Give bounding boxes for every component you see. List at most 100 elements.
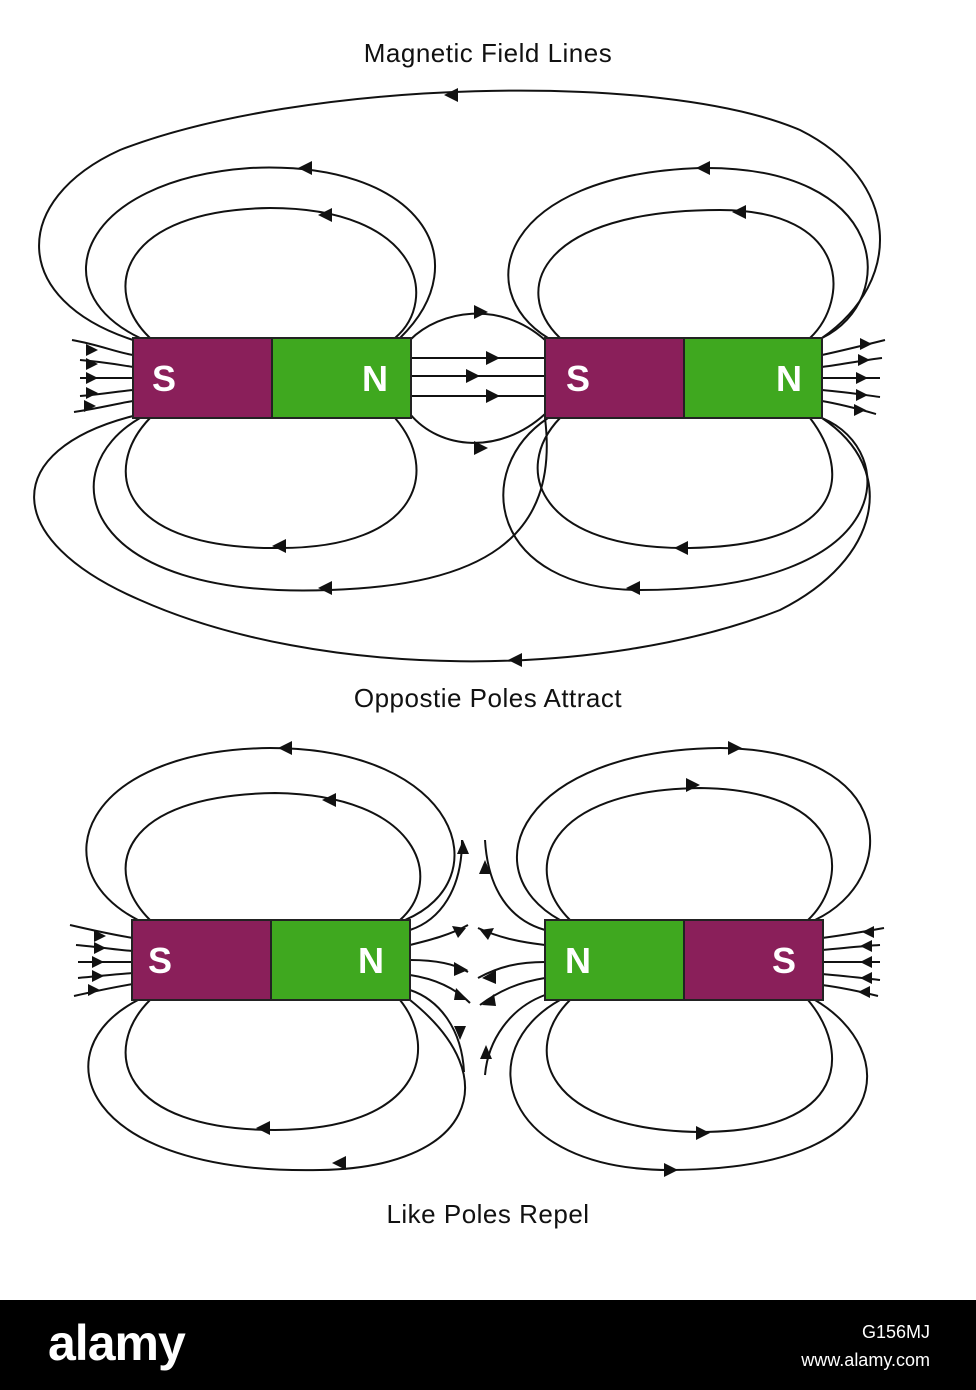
field-stub	[79, 389, 134, 397]
arrow-left	[696, 161, 710, 175]
arrow-left	[278, 741, 292, 755]
arrow-right	[486, 389, 500, 403]
field-stub	[821, 400, 877, 415]
arrow-right	[86, 358, 98, 370]
alamy-logo: alamy	[48, 1315, 186, 1371]
south-pole	[544, 337, 685, 419]
field-stub	[77, 972, 134, 979]
pole-label-n: N	[776, 358, 802, 399]
arrow-up	[457, 840, 469, 854]
image-id: G156MJ	[861, 1322, 930, 1342]
field-stub	[409, 839, 463, 931]
magnetic-field-diagram: S N S N	[33, 88, 886, 1177]
arrow-right	[474, 305, 488, 319]
field-stub	[73, 983, 134, 997]
north-pole	[683, 337, 823, 419]
field-stub	[821, 389, 881, 398]
caption-repel: Like Poles Repel	[386, 1199, 590, 1229]
pole-label-n: N	[362, 358, 388, 399]
field-line	[507, 166, 869, 339]
field-stub	[821, 944, 881, 951]
pole-label-s: S	[566, 358, 590, 399]
arrow-left	[860, 956, 872, 968]
field-stub	[75, 944, 134, 952]
north-pole	[544, 919, 685, 1001]
arrow-left	[862, 926, 874, 938]
field-line	[92, 417, 548, 592]
south-pole	[683, 919, 824, 1001]
arrow-down	[454, 1026, 466, 1040]
arrow-left	[482, 994, 496, 1006]
field-line	[516, 746, 871, 921]
arrow-right	[454, 988, 468, 1000]
arrow-left	[256, 1121, 270, 1135]
pole-label-n: N	[565, 940, 591, 981]
field-stub	[409, 924, 469, 946]
arrow-up	[479, 860, 491, 874]
arrow-right	[664, 1163, 678, 1177]
arrow-left	[732, 205, 746, 219]
field-line	[124, 999, 420, 1132]
field-stub	[821, 973, 881, 981]
arrow-left	[318, 581, 332, 595]
field-stub	[479, 977, 546, 1006]
arrow-right	[452, 926, 466, 938]
field-line	[124, 791, 422, 921]
field-stub	[409, 989, 465, 1073]
field-stub	[821, 339, 886, 356]
field-line	[509, 999, 869, 1172]
north-pole	[271, 337, 412, 419]
arrow-right	[454, 962, 468, 976]
repel-panel: S N N S	[69, 741, 885, 1177]
arrow-right	[94, 930, 106, 942]
arrow-right	[466, 369, 480, 383]
magnet-attract-left: S N	[132, 337, 412, 419]
arrow-right	[84, 400, 96, 412]
arrow-left	[480, 928, 494, 940]
field-stub	[484, 839, 546, 931]
pole-label-n: N	[358, 940, 384, 981]
caption-attract: Oppostie Poles Attract	[353, 683, 623, 713]
field-stub	[821, 927, 885, 939]
magnet-repel-right: N S	[544, 919, 824, 1001]
field-line	[537, 208, 835, 339]
arrow-right	[858, 354, 870, 366]
arrow-left	[860, 972, 872, 984]
pole-label-s: S	[772, 940, 796, 981]
field-stub	[79, 359, 134, 368]
arrow-left	[860, 940, 872, 952]
arrow-right	[474, 441, 488, 455]
field-line	[536, 417, 834, 550]
arrow-left	[508, 653, 522, 667]
watermark-url: www.alamy.com	[801, 1350, 930, 1370]
arrow-right	[92, 970, 104, 982]
arrow-left	[444, 88, 458, 102]
arrow-right	[696, 1126, 710, 1140]
field-line	[87, 999, 466, 1172]
field-stub	[69, 924, 134, 939]
pole-label-s: S	[152, 358, 176, 399]
arrow-left	[674, 541, 688, 555]
watermark-bar: alamy G156MJ www.alamy.com	[0, 1300, 976, 1390]
arrow-left	[482, 970, 496, 984]
arrow-left	[298, 161, 312, 175]
arrow-left	[858, 986, 870, 998]
field-stub	[821, 357, 883, 368]
arrow-left	[318, 208, 332, 222]
south-pole	[132, 337, 273, 419]
arrow-right	[94, 942, 106, 954]
field-line-outer	[33, 89, 881, 663]
field-line	[124, 417, 418, 550]
arrow-right	[86, 387, 98, 399]
north-pole	[270, 919, 411, 1001]
pole-label-s: S	[148, 940, 172, 981]
arrow-right	[86, 344, 98, 356]
field-line	[545, 786, 833, 921]
arrow-up	[480, 1045, 492, 1059]
field-line	[85, 166, 437, 339]
attract-panel: S N S N	[33, 88, 886, 667]
arrow-left	[322, 793, 336, 807]
arrow-right	[728, 741, 742, 755]
magnet-repel-left: S N	[131, 919, 411, 1001]
arrow-right	[856, 372, 868, 384]
